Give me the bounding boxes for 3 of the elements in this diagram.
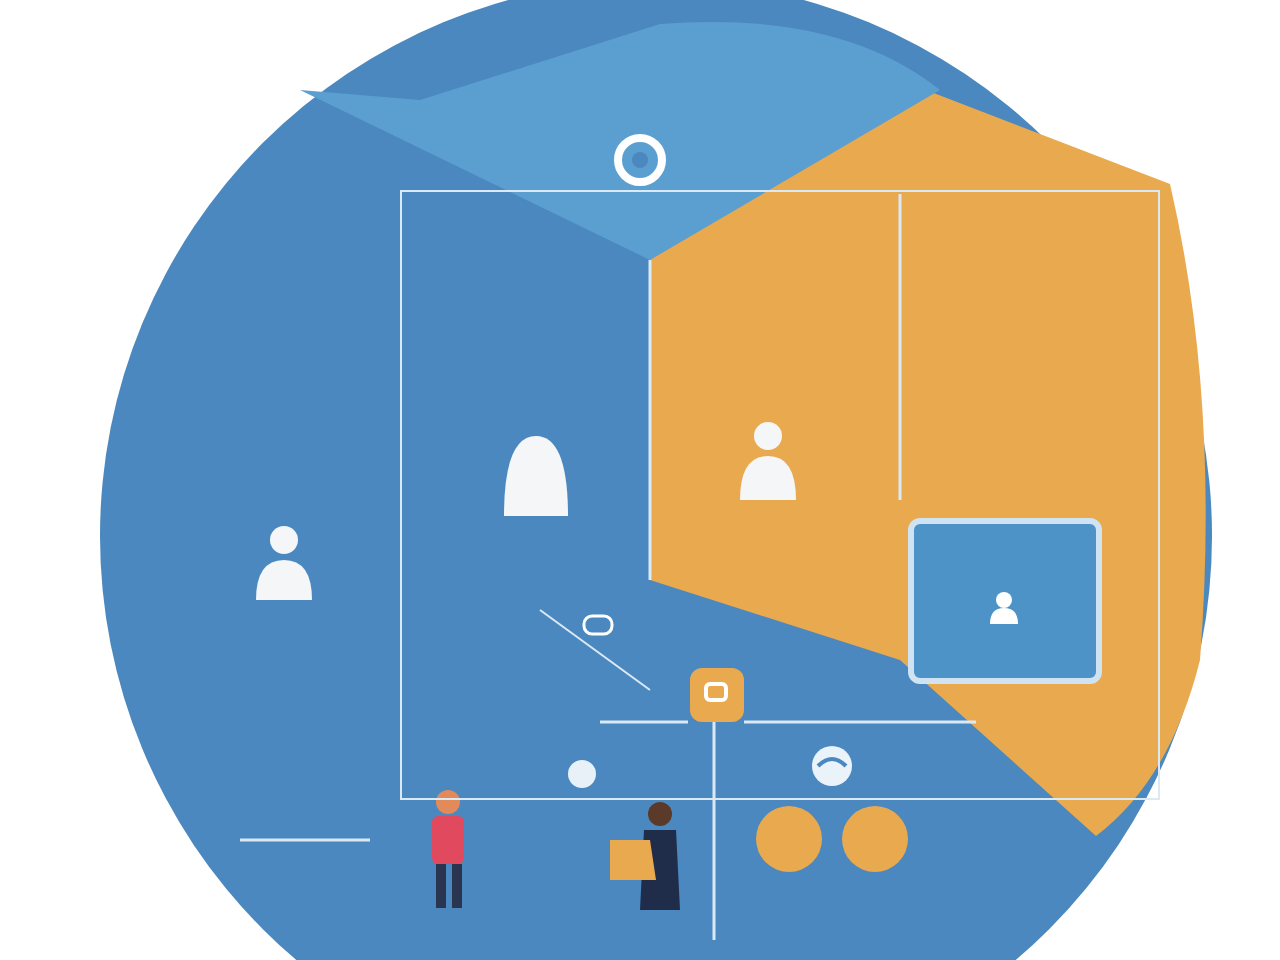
info-card [908, 518, 1102, 684]
badge-tile [690, 668, 744, 722]
content-frame [400, 190, 1160, 800]
